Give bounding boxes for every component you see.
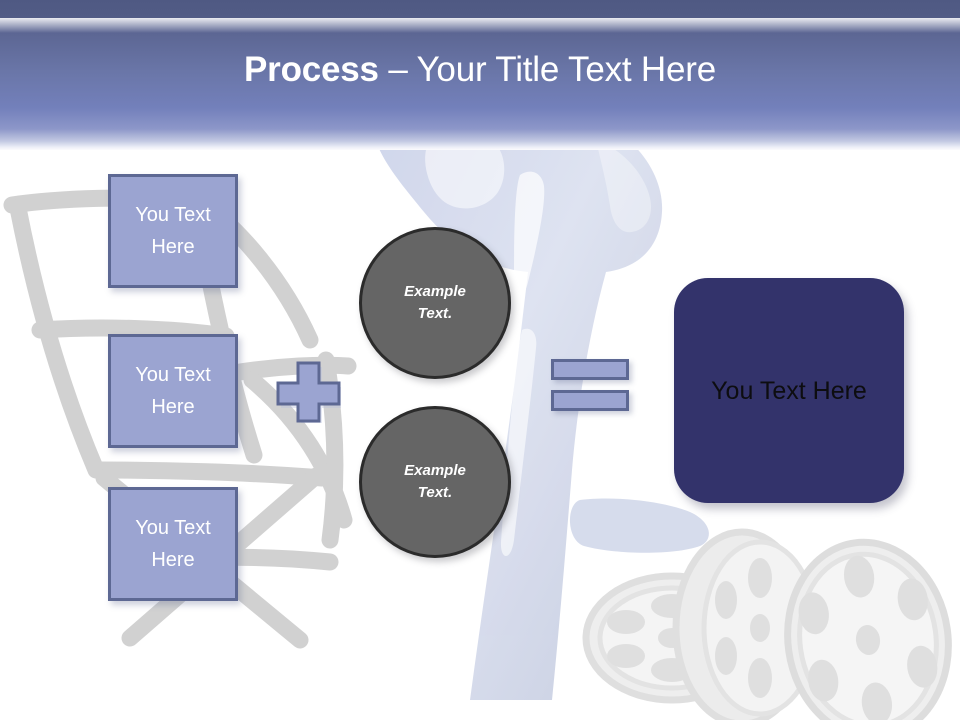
input-box-3-line1: You Text — [135, 517, 211, 539]
input-box-1-line2: Here — [151, 236, 195, 258]
input-box-1[interactable]: You Text Here — [108, 174, 238, 288]
example-circle-1[interactable]: Example Text. — [359, 227, 511, 379]
example-circle-1-label: Example Text. — [404, 281, 466, 325]
input-box-2-line2: Here — [151, 396, 195, 418]
plus-icon[interactable] — [276, 361, 341, 423]
input-box-3-line2: Here — [151, 549, 195, 571]
equals-icon[interactable] — [551, 359, 629, 411]
movie-camera-watermark — [372, 91, 709, 701]
input-box-3[interactable]: You Text Here — [108, 487, 238, 601]
result-box-label: You Text Here — [711, 376, 867, 405]
example-circle-1-line2: Text. — [417, 305, 453, 322]
input-box-2-line1: You Text — [135, 364, 211, 386]
example-circle-1-line1: Example — [404, 283, 466, 300]
page-title-separator: – — [378, 50, 417, 89]
example-circle-2[interactable]: Example Text. — [359, 406, 511, 558]
page-title-rest: Your Title Text Here — [416, 50, 717, 89]
page-title-bold-part: Process — [244, 50, 379, 89]
film-reels-watermark — [582, 528, 952, 720]
input-box-3-label: You Text Here — [135, 512, 211, 576]
example-circle-2-line2: Text. — [417, 484, 453, 501]
example-circle-2-label: Example Text. — [404, 460, 466, 504]
input-box-2-label: You Text Here — [135, 359, 211, 423]
input-box-1-line1: You Text — [135, 204, 211, 226]
page-title: Process – Your Title Text Here — [0, 50, 960, 90]
equals-icon-bottom-bar — [551, 390, 629, 411]
input-box-2[interactable]: You Text Here — [108, 334, 238, 448]
result-box[interactable]: You Text Here — [674, 278, 904, 503]
input-box-1-label: You Text Here — [135, 199, 211, 263]
equals-icon-top-bar — [551, 359, 629, 380]
example-circle-2-line1: Example — [404, 462, 466, 479]
